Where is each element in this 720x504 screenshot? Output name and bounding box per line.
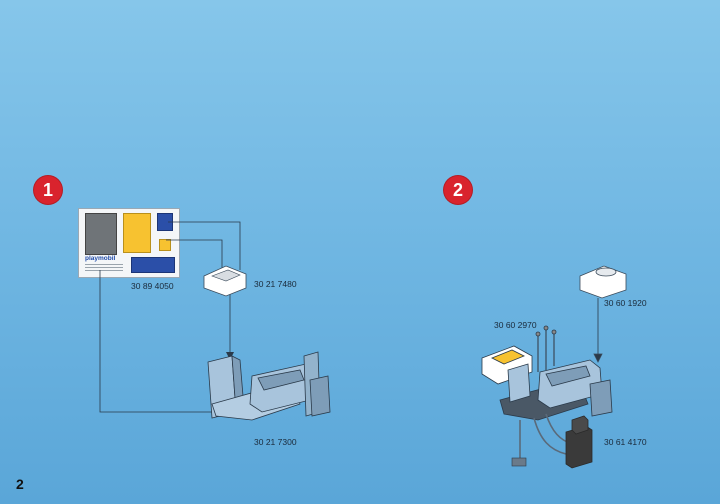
foot-pedal-part <box>565 415 593 469</box>
part-number-instruments: 30 60 2970 <box>494 320 537 330</box>
chair-base-step2 <box>499 359 613 421</box>
spittoon-bowl-part <box>579 265 627 363</box>
sticker-small-yellow <box>159 239 171 251</box>
arrow-down-icon <box>226 352 234 360</box>
sticker-display-panel <box>131 257 175 273</box>
part-number-bowl: 30 60 1920 <box>604 298 647 308</box>
line-sticker-to-holder <box>168 221 241 270</box>
step-2-badge: 2 <box>444 176 472 204</box>
assembly-lines-step1 <box>99 221 241 413</box>
part-number-foot-pedal: 30 61 4170 <box>604 437 647 447</box>
sticker-fine-print <box>85 264 123 272</box>
part-number-chair-base: 30 21 7300 <box>254 437 297 447</box>
gun-holder-part <box>203 265 247 297</box>
part-number-gun-holder: 30 21 7480 <box>254 279 297 289</box>
sticker-sheet: playmobil <box>78 208 180 278</box>
line-sticker-to-base <box>99 270 222 413</box>
cables <box>519 413 573 460</box>
sticker-yellow-panel <box>123 213 151 253</box>
sticker-grey-panel <box>85 213 117 255</box>
sticker-brand-logo: playmobil <box>85 255 116 262</box>
cable-connector <box>511 457 527 467</box>
page-number: 2 <box>16 476 24 492</box>
step-1-badge: 1 <box>34 176 62 204</box>
part-number-sticker-sheet: 30 89 4050 <box>131 281 174 291</box>
line-sticker2-to-holder <box>166 239 223 268</box>
chair-base-step1 <box>207 351 331 421</box>
